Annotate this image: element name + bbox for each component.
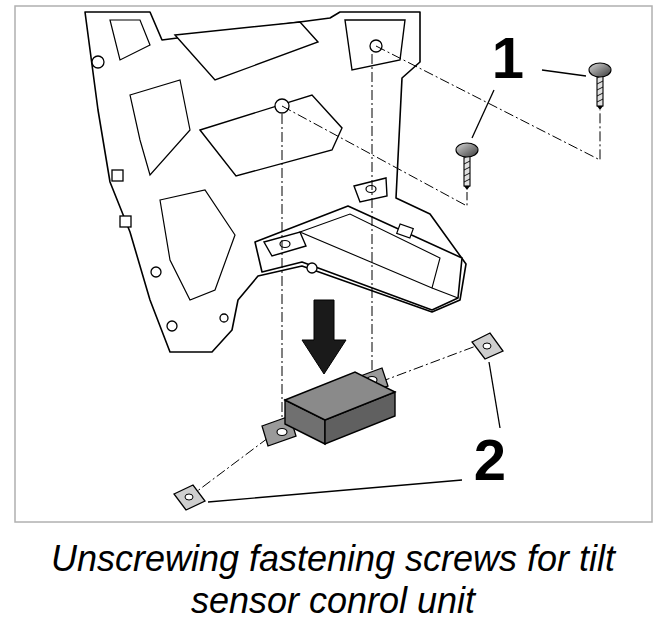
alignment-lines	[196, 46, 600, 492]
panel-rib	[130, 80, 190, 175]
clip-nut	[174, 485, 205, 510]
panel-hole	[120, 216, 131, 227]
leader-line	[489, 362, 500, 428]
picture-frame	[15, 6, 652, 522]
direction-arrow	[302, 300, 346, 374]
leader-line	[472, 90, 494, 138]
alignment-line	[380, 346, 476, 382]
alignment-line	[196, 438, 268, 492]
screw-tip	[597, 106, 603, 110]
leader-line	[208, 480, 462, 502]
screw-head	[456, 143, 478, 157]
mounting-tab	[264, 232, 306, 256]
figure-caption: Unscrewing fastening screws for tilt sen…	[0, 538, 666, 622]
alignment-line	[282, 106, 467, 206]
screw-thread	[597, 75, 603, 102]
screw	[456, 143, 478, 190]
panel-hole	[112, 170, 123, 181]
control-unit-top	[285, 372, 395, 420]
panel-hole	[151, 267, 161, 277]
clip-nut-hole	[185, 494, 193, 500]
panel-hole	[307, 263, 317, 273]
screw-thread	[464, 155, 470, 182]
alignment-line	[376, 46, 600, 160]
panel-opening	[200, 95, 342, 176]
leader-lines	[208, 70, 586, 502]
screw-tip	[464, 186, 470, 190]
cross-member-edge	[432, 288, 458, 298]
mounting-hole	[366, 186, 376, 193]
panel-hole	[92, 56, 104, 68]
panel-hole	[167, 321, 177, 331]
panel-hole	[220, 314, 228, 322]
panel-rib	[160, 190, 235, 300]
panel-opening	[345, 20, 405, 70]
cross-member-face	[300, 214, 440, 288]
clip-nut	[472, 333, 503, 359]
screw-head	[589, 63, 611, 77]
alignment-line	[282, 114, 283, 426]
callout-number: 1	[492, 29, 524, 87]
leader-line	[542, 70, 586, 76]
mounting-tab	[354, 178, 387, 202]
mounting-hole	[277, 429, 287, 436]
panel-edge	[110, 20, 150, 60]
clip-nut-hole	[483, 343, 491, 349]
screw	[589, 63, 611, 110]
panel-opening	[175, 22, 318, 80]
cross-member	[255, 206, 462, 310]
panel-hole	[397, 224, 414, 238]
alignment-line	[372, 54, 373, 374]
callout-number: 2	[474, 431, 506, 489]
